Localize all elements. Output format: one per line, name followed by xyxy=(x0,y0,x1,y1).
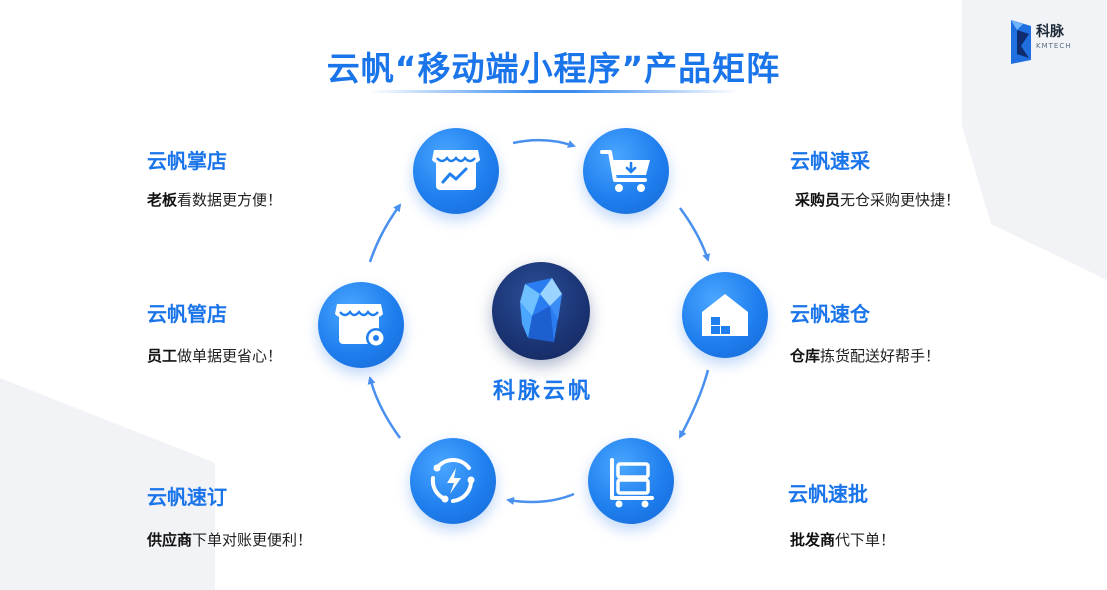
shop-chart-icon xyxy=(432,150,480,190)
node-guandian xyxy=(318,282,404,368)
arrow-sucang-to-supi xyxy=(678,369,710,439)
node-sucang xyxy=(682,272,768,358)
center-logo xyxy=(492,262,590,360)
logo-subtitle: KMTECH xyxy=(1036,42,1072,50)
label-suding: 云帆速订 xyxy=(147,485,227,509)
desc-zhangdian: 老板看数据更方便！ xyxy=(147,191,283,209)
warehouse-icon xyxy=(702,294,748,336)
center-label: 科脉云帆 xyxy=(492,379,593,404)
label-sucai: 云帆速采 xyxy=(790,149,870,173)
label-supi: 云帆速批 xyxy=(788,482,868,506)
kmtech-crystal-icon xyxy=(520,278,562,342)
cart-rack-icon xyxy=(610,458,654,508)
shopping-cart-icon xyxy=(600,150,650,192)
node-supi xyxy=(588,438,674,524)
arrow-supi-to-suding xyxy=(506,492,575,505)
desc-suding: 供应商下单对账更便利！ xyxy=(147,531,313,549)
label-sucang: 云帆速仓 xyxy=(790,302,870,326)
logo-name: 科脉 xyxy=(1036,24,1064,40)
arrow-suding-to-guandian xyxy=(367,376,402,439)
title-underline xyxy=(370,90,738,93)
label-zhangdian: 云帆掌店 xyxy=(147,149,227,173)
node-suding xyxy=(410,438,496,524)
node-sucai xyxy=(583,128,669,214)
label-guandian: 云帆管店 xyxy=(147,302,227,326)
desc-supi: 批发商代下单！ xyxy=(790,531,896,549)
lightning-cycle-icon xyxy=(430,458,475,503)
arrow-guandian-to-zhangdian xyxy=(368,203,402,263)
node-zhangdian xyxy=(413,128,499,214)
kmtech-logo-icon xyxy=(1011,20,1031,64)
page-title: 云帆“移动端小程序”产品矩阵 xyxy=(326,49,781,88)
desc-sucai: 采购员无仓采购更快捷！ xyxy=(795,191,961,209)
desc-sucang: 仓库拣货配送好帮手！ xyxy=(790,347,941,365)
arrow-zhangdian-to-sucai xyxy=(512,138,576,148)
desc-guandian: 员工做单据更省心！ xyxy=(147,347,283,365)
arrow-sucai-to-sucang xyxy=(678,207,710,262)
shop-settings-icon xyxy=(335,304,386,348)
